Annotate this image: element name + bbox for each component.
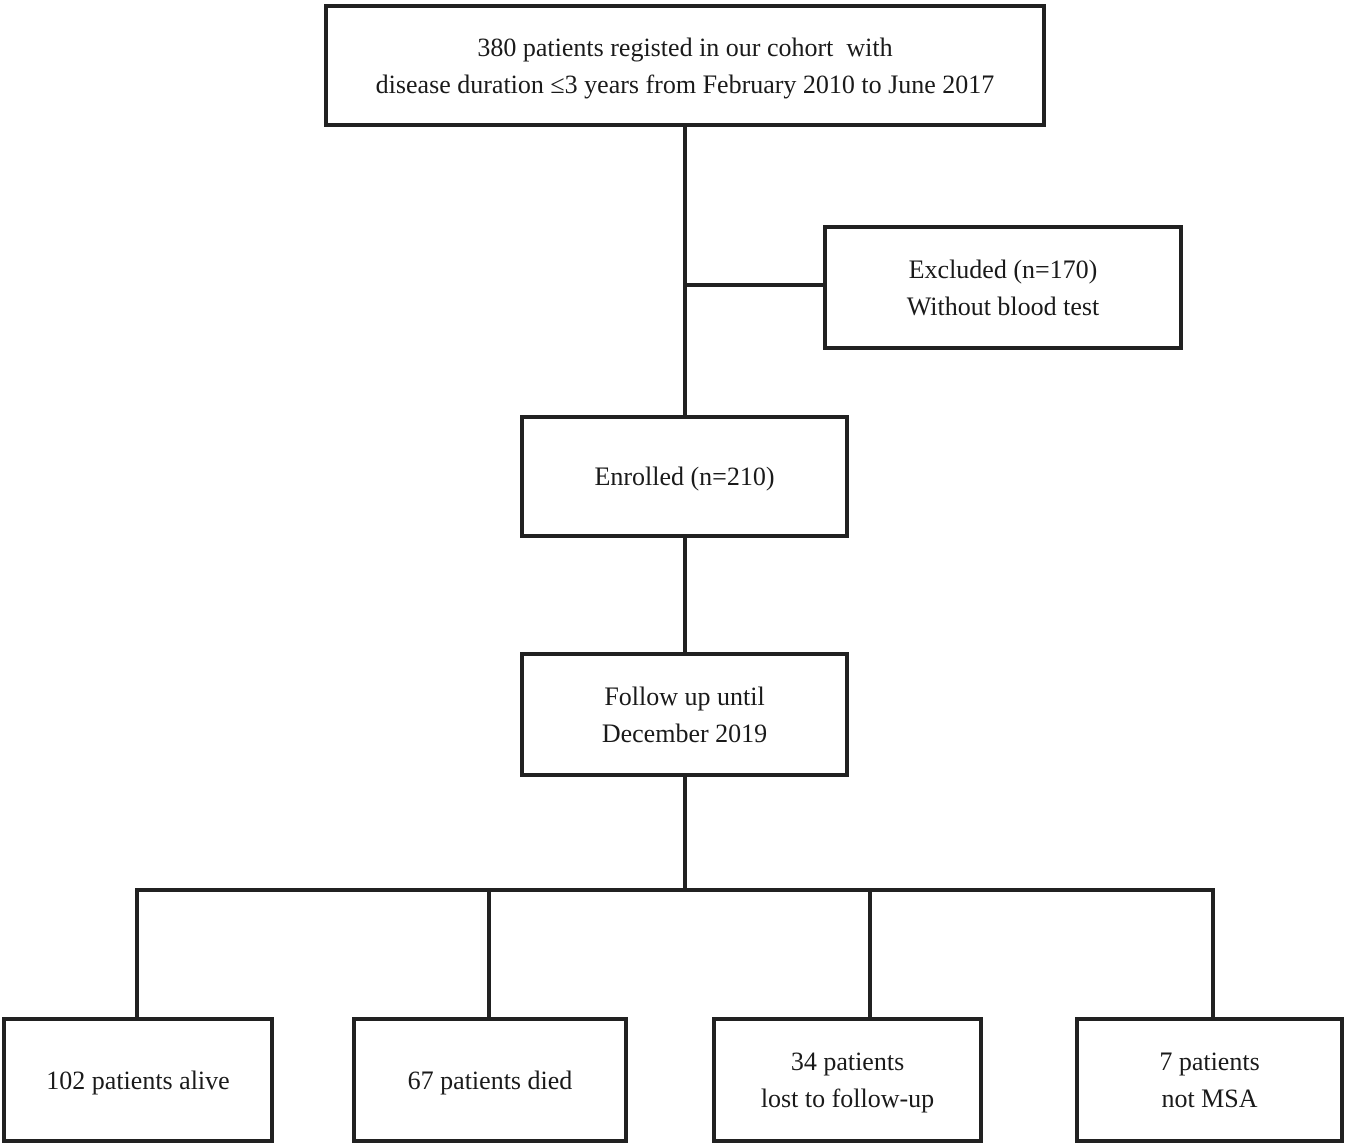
node-enrolled-line1: Enrolled (n=210) <box>594 462 775 491</box>
node-followup-line1: Follow up until <box>604 681 765 711</box>
node-outcome-died: 67 patients died <box>352 1017 628 1143</box>
node-outcome-alive: 102 patients alive <box>2 1017 274 1143</box>
node-excluded-line2: Without blood test <box>906 291 1100 321</box>
node-alive-line1: 102 patients alive <box>46 1065 230 1095</box>
node-cohort-registered: 380 patients registed in our cohort with… <box>324 4 1046 127</box>
node-notmsa-line1: 7 patients <box>1159 1047 1260 1076</box>
node-lost-line2: lost to follow-up <box>760 1084 935 1113</box>
node-died-line1: 67 patients died <box>407 1065 573 1095</box>
node-outcome-lost-followup: 34 patients lost to follow-up <box>712 1017 983 1143</box>
node-notmsa-line2: not MSA <box>1161 1084 1258 1113</box>
node-cohort-line2: disease duration ≤3 years from February … <box>375 69 995 99</box>
node-enrolled: Enrolled (n=210) <box>520 415 849 538</box>
node-followup-line2: December 2019 <box>601 718 768 748</box>
node-outcome-not-msa: 7 patients not MSA <box>1075 1017 1344 1143</box>
node-cohort-line1: 380 patients registed in our cohort with <box>477 32 893 62</box>
node-lost-line1: 34 patients <box>790 1047 905 1076</box>
node-followup: Follow up until December 2019 <box>520 652 849 777</box>
node-excluded-line1: Excluded (n=170) <box>908 254 1098 284</box>
node-excluded: Excluded (n=170) Without blood test <box>823 225 1183 350</box>
